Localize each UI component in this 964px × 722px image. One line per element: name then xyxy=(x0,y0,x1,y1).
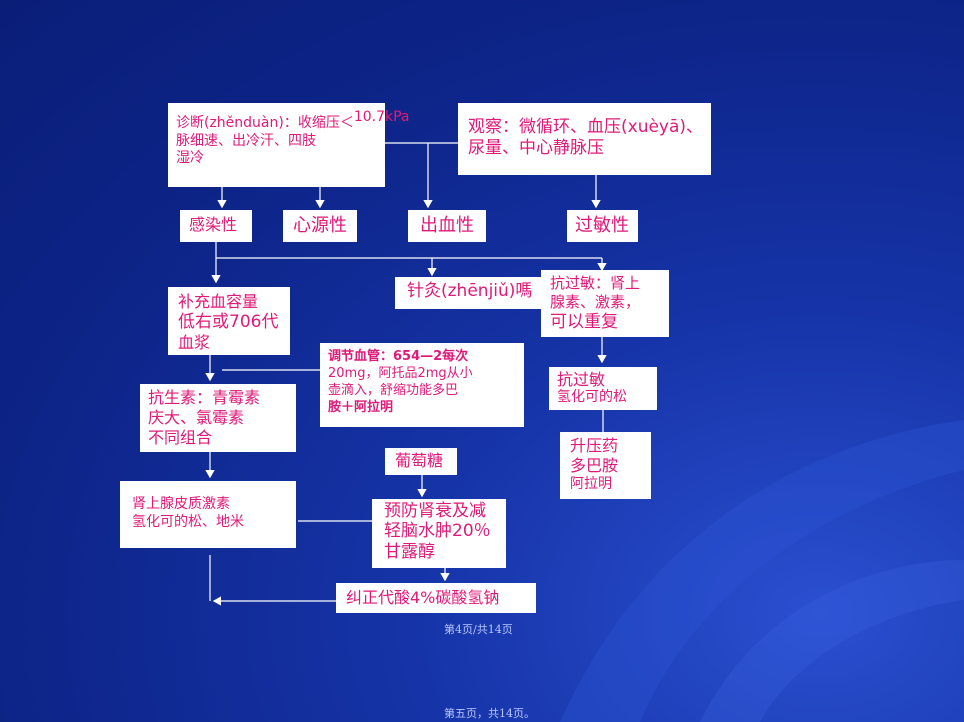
antibiotic-line2: 庆大、氯霉素 xyxy=(148,408,245,427)
prevent-line2: 轻脑水肿20％ xyxy=(384,521,491,542)
glucose-box: 葡萄糖 xyxy=(385,448,457,475)
page-number-inner: 第4页/共14页 xyxy=(444,623,513,636)
vessel-line3: 壶滴入，舒缩功能多巴 xyxy=(328,382,459,398)
diagnosis-line3: 湿冷 xyxy=(176,150,204,166)
anti-allergy2-line1: 抗过敏 xyxy=(557,370,606,389)
diagnosis-line1: 诊断(zhěnduàn)：收缩压＜10.7kPa xyxy=(176,109,410,133)
anti-allergy-line1: 抗过敏：肾上 xyxy=(550,274,641,292)
pressor-line2: 多巴胺 xyxy=(570,456,619,475)
observe-box: 观察：微循环、血压(xuèyā)、 尿量、中心静脉压 xyxy=(458,103,711,175)
pressor-box: 升压药 多巴胺 阿拉明 xyxy=(560,432,651,499)
antibiotic-box: 抗生素：青霉素 庆大、氯霉素 不同组合 xyxy=(140,384,296,452)
type-allergic: 过敏性 xyxy=(567,210,638,242)
adrenal-line1: 肾上腺皮质激素 xyxy=(132,496,230,512)
supplement-box: 补充血容量 低右或706代 血浆 xyxy=(168,287,290,355)
supplement-line1: 补充血容量 xyxy=(178,292,259,311)
anti-allergy2-box: 抗过敏 氢化可的松 xyxy=(549,367,657,410)
antibiotic-line1: 抗生素：青霉素 xyxy=(148,388,261,407)
acupuncture-box: 针灸(zhēnjiǔ)嗎 xyxy=(395,277,543,309)
antibiotic-line3: 不同组合 xyxy=(148,428,213,447)
observe-line2: 尿量、中心静脉压 xyxy=(468,138,604,159)
prevent-line3: 甘露醇 xyxy=(384,541,435,562)
anti-allergy-line3: 可以重复 xyxy=(550,311,618,332)
anti-allergy-line2: 腺素、激素， xyxy=(550,292,641,311)
supplement-line3: 血浆 xyxy=(178,333,211,353)
type-infection: 感染性 xyxy=(180,210,252,242)
anti-allergy2-line2: 氢化可的松 xyxy=(557,389,627,406)
adrenal-box: 肾上腺皮质激素 氢化可的松、地米 xyxy=(120,481,296,548)
diagnosis-box: 诊断(zhěnduàn)：收缩压＜10.7kPa 脉细速、出冷汗、四肢 湿冷 xyxy=(168,103,410,187)
diagnosis-line1-text: 诊断(zhěnduàn)：收缩压＜ xyxy=(176,115,354,131)
diagnosis-line2: 脉细速、出冷汗、四肢 xyxy=(176,132,316,149)
vessel-line2: 20mg，阿托品2mg从小 xyxy=(328,365,473,381)
prevent-box: 预防肾衰及减 轻脑水肿20％ 甘露醇 xyxy=(372,499,506,568)
pressor-line1: 升压药 xyxy=(570,436,619,455)
vessel-box: 调节血管：654—2每次 20mg，阿托品2mg从小 壶滴入，舒缩功能多巴 胺＋… xyxy=(320,343,524,427)
prevent-line1: 预防肾衰及减 xyxy=(384,501,486,521)
pressor-line3: 阿拉明 xyxy=(570,476,612,492)
vessel-line1: 调节血管：654—2每次 xyxy=(328,349,469,364)
acidosis-box: 纠正代酸4%碳酸氢钠 xyxy=(336,583,536,613)
type-cardiogenic: 心源性 xyxy=(283,210,357,242)
diagnosis-pressure: 10.7kPa xyxy=(353,109,410,125)
observe-line1: 观察：微循环、血压(xuèyā)、 xyxy=(468,117,704,137)
vessel-line4: 胺＋阿拉明 xyxy=(328,399,394,415)
type-hemorrhagic: 出血性 xyxy=(408,210,486,242)
adrenal-line2: 氢化可的松、地米 xyxy=(132,513,244,530)
anti-allergy-box: 抗过敏：肾上 腺素、激素， 可以重复 xyxy=(541,270,669,337)
page-number-outer: 第五页，共14页。 xyxy=(444,707,535,720)
supplement-line2: 低右或706代 xyxy=(178,312,279,332)
